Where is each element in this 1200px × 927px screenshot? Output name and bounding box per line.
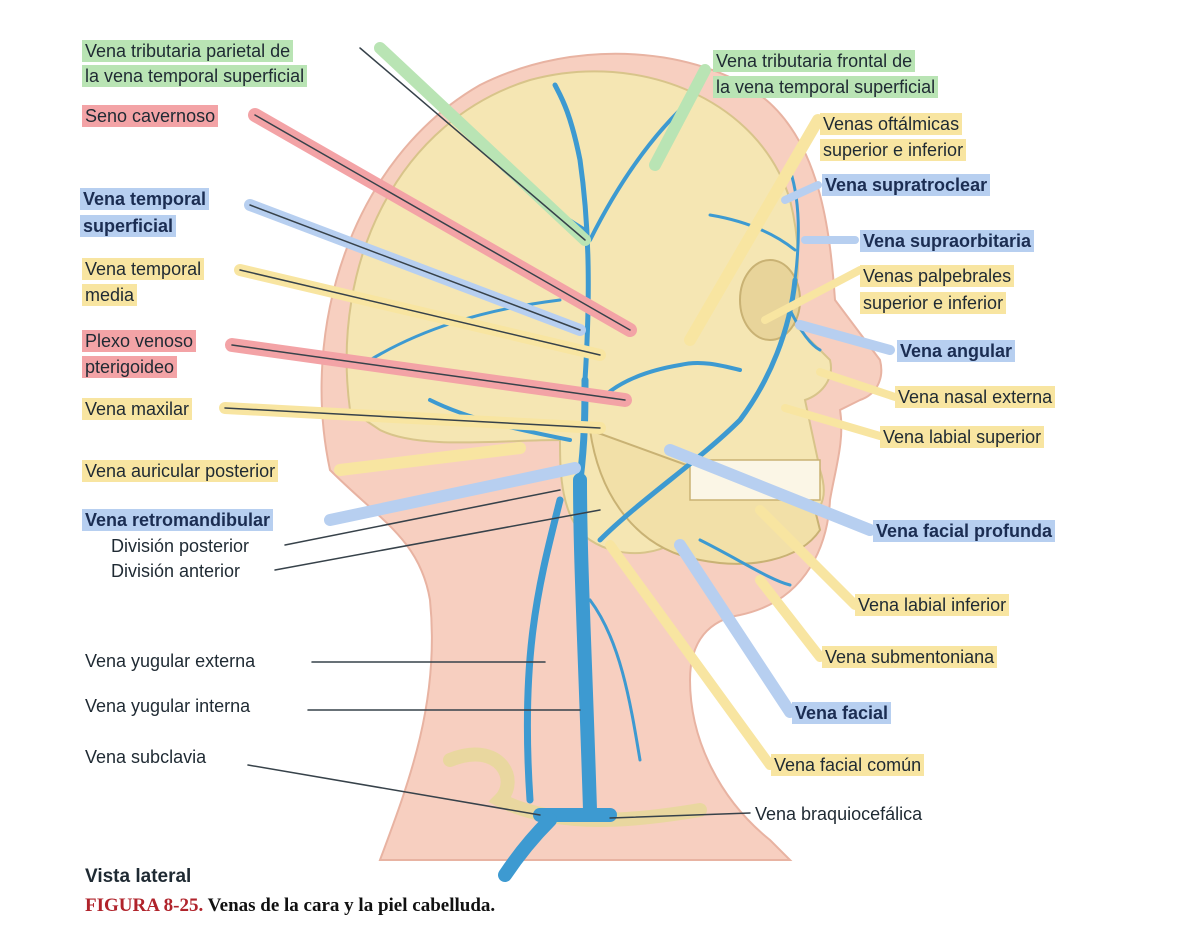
leader-palpebral <box>761 266 864 324</box>
label-middle-temporal-2: media <box>82 284 138 306</box>
leader-facial <box>674 539 796 718</box>
label-cavernous-sinus: Seno cavernoso <box>82 105 219 127</box>
label-posterior-auricular: Vena auricular posterior <box>82 460 279 482</box>
leader-post-auricular <box>334 442 526 476</box>
label-anterior-division: División anterior <box>111 561 241 581</box>
label-leaders <box>219 42 899 819</box>
superficial-temporal-vein <box>552 82 591 383</box>
leader-ophthalmic <box>684 114 824 346</box>
leader-ant-div-line <box>274 509 601 571</box>
leader-deep-facial <box>664 444 876 536</box>
label-external-nasal: Vena nasal externa <box>895 386 1056 408</box>
label-superficial-temporal-2: superficial <box>80 215 177 237</box>
leader-brachiocephalic-line <box>609 812 751 819</box>
leader-parietal-line <box>359 47 586 241</box>
label-parietal-tributary-1: Vena tributaria parietal de <box>82 40 294 62</box>
view-label: Vista lateral <box>85 866 192 887</box>
subclavian-vein <box>498 813 557 882</box>
label-retromandibular: Vena retromandibular <box>82 509 274 531</box>
label-facial: Vena facial <box>792 702 892 724</box>
label-deep-facial: Vena facial profunda <box>873 520 1056 542</box>
figure-caption: FIGURA 8-25. Venas de la cara y la piel … <box>85 895 495 917</box>
leader-sup-labial <box>781 404 884 440</box>
internal-jugular-vein <box>573 473 597 817</box>
figure-number: FIGURA 8-25. <box>85 895 204 916</box>
leader-nasal <box>816 368 899 401</box>
label-submental: Vena submentoniana <box>822 646 998 668</box>
label-pterygoid-2: pterigoideo <box>82 356 178 378</box>
leader-angular <box>795 320 895 355</box>
leader-maxillary-line <box>224 407 601 429</box>
label-ophthalmic-2: superior e inferior <box>820 139 967 161</box>
figure-caption-text: Venas de la cara y la piel cabelluda. <box>207 895 496 916</box>
label-ophthalmic-1: Venas oftálmicas <box>820 113 963 135</box>
leader-supratrochlear <box>781 181 822 204</box>
leader-frontal <box>649 64 711 171</box>
neck-branch <box>588 598 642 762</box>
supratrochlear-vein <box>788 168 800 282</box>
label-supraorbital: Vena supraorbitaria <box>860 230 1035 252</box>
frontal-tributary <box>588 108 682 242</box>
label-internal-jugular: Vena yugular interna <box>85 696 251 716</box>
leader-common-facial <box>605 540 775 770</box>
label-palpebral-2: superior e inferior <box>860 292 1007 314</box>
label-supratrochlear: Vena supratroclear <box>822 174 991 196</box>
submental-vein <box>698 538 792 587</box>
label-frontal-tributary-2: la vena temporal superficial <box>713 76 939 98</box>
leader-subclavian-line <box>247 764 541 816</box>
leader-sup-temporal-line <box>249 204 581 331</box>
label-external-jugular: Vena yugular externa <box>85 651 256 671</box>
label-posterior-division: División posterior <box>111 536 250 556</box>
label-palpebral-1: Venas palpebrales <box>860 265 1015 287</box>
leader-retromandibular <box>324 462 581 526</box>
label-brachiocephalic: Vena braquiocefálica <box>755 804 923 824</box>
pterygoid-plexus <box>598 360 742 402</box>
external-jugular-vein <box>523 496 564 804</box>
leader-inf-labial <box>755 505 860 610</box>
leader-parietal <box>374 42 591 246</box>
facial-vein <box>597 277 798 543</box>
label-parietal-tributary-2: la vena temporal superficial <box>82 65 308 87</box>
label-maxillary: Vena maxilar <box>82 398 193 420</box>
label-superficial-temporal-1: Vena temporal <box>80 188 210 210</box>
label-angular: Vena angular <box>897 340 1016 362</box>
leader-submental <box>755 575 825 662</box>
label-middle-temporal-1: Vena temporal <box>82 258 205 280</box>
label-superior-labial: Vena labial superior <box>880 426 1045 448</box>
leader-pterygoid-line <box>231 344 626 401</box>
label-frontal-tributary-1: Vena tributaria frontal de <box>713 50 916 72</box>
leader-mid-temporal-line <box>239 269 601 356</box>
label-common-facial: Vena facial común <box>771 754 925 776</box>
label-pterygoid-1: Plexo venoso <box>82 330 197 352</box>
label-inferior-labial: Vena labial inferior <box>855 594 1010 616</box>
angular-vein <box>788 308 822 352</box>
leader-post-div-line <box>284 489 561 546</box>
label-subclavian: Vena subclavia <box>85 747 207 767</box>
leader-cavernous-line <box>254 114 631 331</box>
